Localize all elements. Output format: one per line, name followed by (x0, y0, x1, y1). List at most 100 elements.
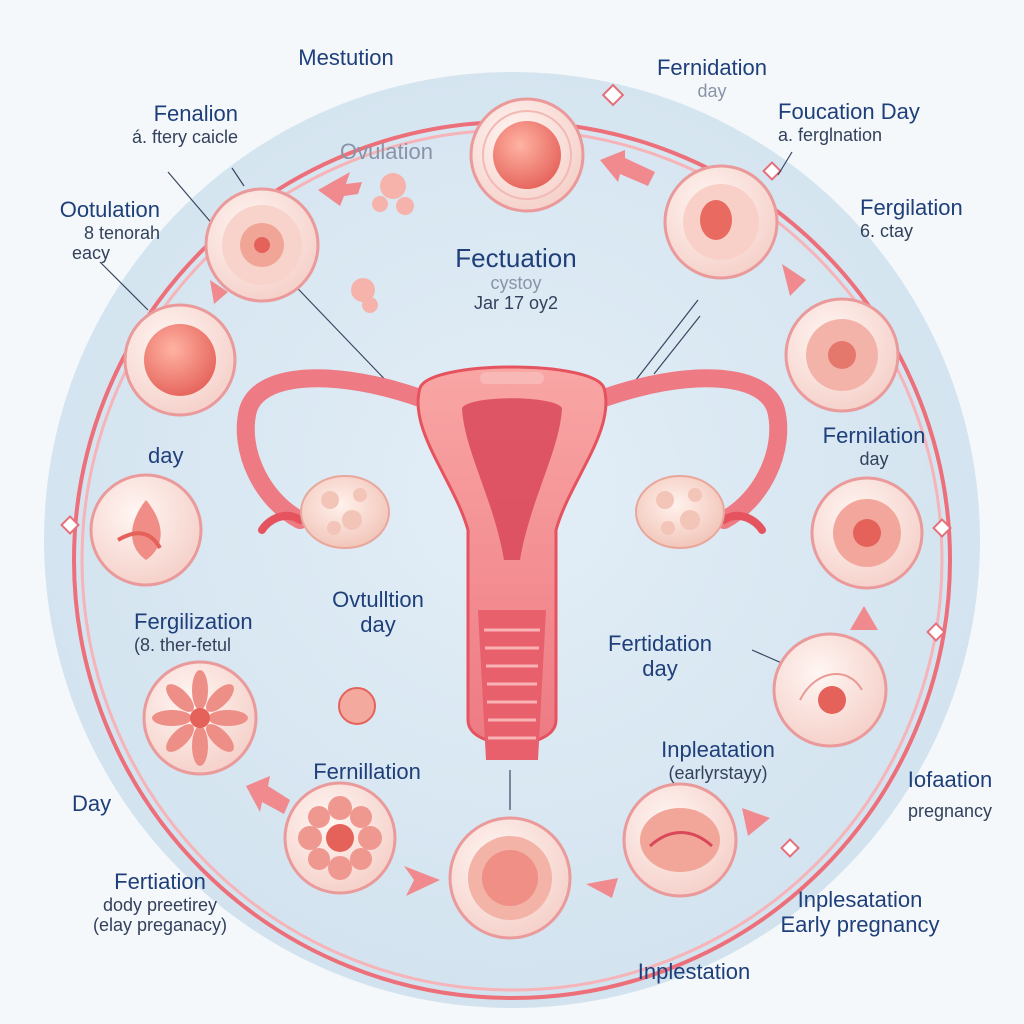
arrow-icon (210, 280, 228, 304)
stage-flower-lower-left (142, 660, 258, 776)
label-iofaation: Iofaation pregnancy (907, 767, 993, 821)
label-fergilation-right-title: Fergilation (860, 195, 963, 220)
stage-flower-right-upper (784, 297, 900, 413)
label-inpleatation-sub: (earlyrstayy) (668, 762, 768, 783)
left-fimbria (258, 511, 304, 534)
arrow-icon (404, 866, 440, 896)
label-fertidation-sub: day (642, 655, 678, 681)
ovary-texture (321, 488, 702, 535)
left-ovary-icon (300, 475, 390, 549)
cell-icon (351, 173, 414, 313)
label-fenalion: Fenalion á. ftery caicle (132, 101, 238, 147)
arrow-icon (600, 150, 655, 186)
stage-egg-left (123, 303, 237, 417)
cell-icon (338, 687, 376, 725)
label-foucation-title: Foucation Day (778, 99, 920, 124)
label-fernillation-center-title: Fernillation (313, 759, 421, 784)
stage-flower-right (810, 476, 924, 590)
arrow-icon (850, 606, 878, 630)
label-foucation-sub: a. ferglnation (778, 124, 883, 145)
label-inplesatation-sub: Early pregnancy (780, 911, 940, 937)
cervix-rings (484, 628, 540, 740)
label-fernillation-center: Fernillation (313, 759, 421, 785)
label-ovutiution-title: Ovtulltion (332, 587, 424, 612)
label-day-left: day (148, 443, 184, 469)
label-iofaation-sub: pregnancy (907, 800, 993, 821)
leader-line (653, 315, 701, 375)
uterus-top-band (480, 372, 544, 384)
label-center-sub2: Jar 17 oy2 (473, 293, 559, 314)
label-ovulation-faint-title: Ovulation (340, 139, 433, 164)
label-ovulation-faint: Ovulation (340, 139, 433, 165)
label-foucation: Foucation Day a. ferglnation (778, 99, 920, 145)
arrow-icon (782, 264, 806, 296)
flower-icon (298, 796, 382, 880)
right-fimbria (720, 511, 766, 534)
label-fergilation-right-sub: 6. ctay (860, 220, 914, 241)
label-fertiation-bl-title: Fertiation (114, 869, 206, 894)
label-fernilation-right: Fernilation day (822, 423, 926, 469)
label-ootulation-sub1: 8 tenorah (83, 222, 160, 243)
stage-follicle-upper-right (663, 164, 779, 280)
ring-markers (60, 83, 952, 858)
leader-line (279, 269, 396, 391)
label-fernilation-right-title: Fernilation (822, 423, 926, 448)
label-center-sub1: cystoy (490, 273, 542, 294)
label-center: Fectuation cystoy Jar 17 oy2 (455, 243, 577, 314)
label-inplesatation-title: Inplesatation (797, 887, 923, 912)
label-mestution-title: Mestution (298, 45, 394, 70)
ring-marker-icon (926, 622, 946, 642)
arrow-icon (246, 776, 290, 814)
leader-line (99, 261, 149, 311)
stage-implantation-bottom-right (622, 782, 738, 898)
label-inpleatation: Inpleatation (earlyrstayy) (661, 737, 775, 783)
label-center-title: Fectuation (455, 243, 577, 273)
leader-line (231, 167, 245, 187)
arrow-icon (586, 878, 618, 898)
ring-marker-icon (601, 83, 625, 107)
embryo-icon (482, 850, 538, 906)
label-top-right-title: Fernidation (656, 55, 768, 80)
stage-cell-right-lower (772, 632, 888, 748)
label-fertiation-bl-sub2: (elay preganacy) (92, 914, 228, 935)
stage-flower-bottom-left (283, 781, 397, 895)
leader-line (631, 299, 699, 386)
label-fertiation-bottom-left: Fertiation dody preetirey (elay preganac… (92, 869, 228, 935)
label-fergilization-left-title: Fergilization (134, 609, 253, 634)
label-fertiation-bl-sub1: dody preetirey (102, 894, 218, 915)
label-fergilation-right: Fergilation 6. ctay (860, 195, 963, 241)
egg-icon (493, 121, 561, 189)
label-inpleatation-title: Inpleatation (661, 737, 775, 762)
label-fernilation-right-sub: day (859, 448, 889, 469)
stage-follicle-upper-left (204, 187, 320, 303)
label-inplestation-bottom-title: Inplestation (637, 959, 751, 984)
label-mestution: Mestution (298, 45, 394, 71)
label-fergilization-left-sub: (8. ther-fetul (134, 634, 232, 655)
uterus-icon (236, 365, 788, 760)
cycle-stages (89, 97, 924, 940)
cycle-arrows (210, 150, 878, 898)
uterine-cavity (462, 398, 562, 560)
egg-icon (144, 324, 216, 396)
label-fergilization-left: Fergilization (8. ther-fetul (134, 609, 253, 655)
label-top-right-sub: day (697, 80, 727, 101)
ring-marker-icon (780, 838, 800, 858)
label-fertidation: Fertidation day (608, 631, 712, 681)
label-ootulation: Ootulation 8 tenorah eacy (60, 197, 160, 263)
label-day-left-title: day (148, 443, 184, 468)
label-top-right: Fernidation day (656, 55, 768, 101)
label-day-left-bottom: Day (72, 791, 111, 817)
leader-line (777, 151, 793, 176)
stage-embryo-bottom (448, 816, 572, 940)
label-ovutiution: Ovtulltion day (332, 587, 424, 637)
leader-line (751, 649, 785, 665)
cell-icon (640, 808, 720, 872)
label-fertidation-title: Fertidation (608, 631, 712, 656)
label-ovutiution-sub: day (360, 611, 396, 637)
right-ovary-icon (635, 475, 725, 549)
label-ootulation-sub2: eacy (71, 242, 110, 263)
label-inplestation-bottom: Inplestation (637, 959, 751, 985)
label-inplesatation: Inplesatation Early pregnancy (780, 887, 940, 937)
